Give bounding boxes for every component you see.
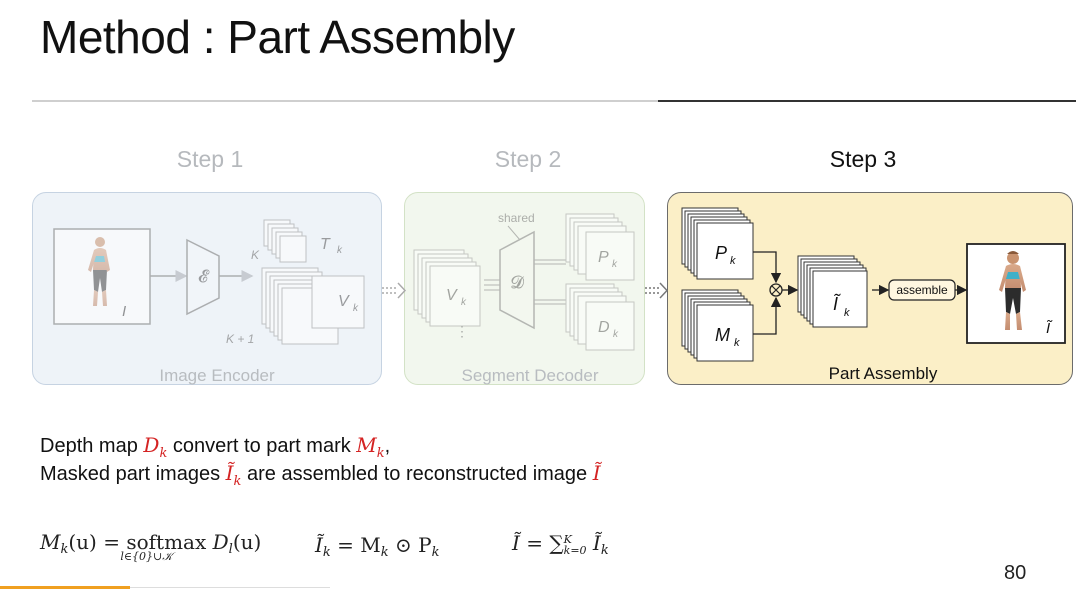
input-image-label: I xyxy=(122,303,126,320)
decoder-v-label: V xyxy=(446,287,458,304)
svg-text:k: k xyxy=(353,303,359,314)
svg-text:k: k xyxy=(613,329,619,340)
page-number: 80 xyxy=(1004,562,1027,584)
m-label: M xyxy=(715,325,730,345)
title-divider-accent xyxy=(658,100,1076,102)
k-plus-1-label: K + 1 xyxy=(226,332,254,346)
svg-text:k: k xyxy=(734,337,740,349)
d-output-stack xyxy=(565,283,635,351)
segment-decoder-caption: Segment Decoder xyxy=(461,366,599,385)
t-label: T xyxy=(320,236,331,253)
step-2-label: Step 2 xyxy=(494,146,562,172)
decoder-d-label: D xyxy=(598,319,610,336)
transition-arrow-1 xyxy=(382,282,407,299)
masked-image-symbol: Ĩ xyxy=(225,461,234,485)
svg-text:k: k xyxy=(461,297,467,308)
assemble-label: assemble xyxy=(896,283,948,297)
p-stack xyxy=(681,207,754,280)
masked-part-stack xyxy=(797,255,868,328)
transition-arrow-2 xyxy=(645,282,669,299)
title-divider xyxy=(32,100,658,102)
masked-part-label: Ĩ xyxy=(833,293,841,314)
depth-symbol: D xyxy=(143,433,160,457)
reconstructed-image-symbol: Ĩ xyxy=(592,461,601,485)
step-3-graphics: P k M k Ĩ k assemble xyxy=(681,207,1066,362)
k-count-label: K xyxy=(251,248,260,262)
footer-line xyxy=(130,587,330,588)
step-1-graphics: I 𝓔 T k K V k K + 1 xyxy=(53,219,365,346)
p-label: P xyxy=(715,243,727,263)
svg-text:⋮: ⋮ xyxy=(455,323,469,339)
svg-text:k: k xyxy=(337,245,343,256)
progress-accent xyxy=(0,586,130,589)
m-stack xyxy=(681,289,754,362)
slide-title: Method : Part Assembly xyxy=(40,11,515,63)
encoder-symbol: 𝓔 xyxy=(198,267,210,286)
decoder-block xyxy=(499,230,535,330)
step-3-label: Step 3 xyxy=(829,146,897,172)
decoder-p-label: P xyxy=(598,249,609,266)
output-image-label: Ĩ xyxy=(1046,320,1053,337)
t-stack xyxy=(263,219,307,263)
shared-label: shared xyxy=(498,211,535,225)
mask-symbol: M xyxy=(356,433,377,457)
v-input-stack xyxy=(413,249,481,327)
step-1-label: Step 1 xyxy=(176,146,244,172)
image-encoder-caption: Image Encoder xyxy=(159,366,275,385)
step-2-graphics: V k ⋮ 𝓓 shared P k D k xyxy=(413,211,635,351)
v-stack xyxy=(261,267,365,345)
svg-text:k: k xyxy=(730,255,736,267)
person-figure-icon xyxy=(88,237,110,306)
formula-masking: Ĩk = Mk ⊙ Pk xyxy=(315,533,440,560)
encoder-block xyxy=(186,238,220,316)
description-line-1: Depth map Dk convert to part mark Mk, xyxy=(40,433,391,461)
svg-text:k: k xyxy=(844,307,850,319)
reconstructed-person-icon xyxy=(999,251,1026,330)
v-label: V xyxy=(338,293,350,310)
decoder-symbol: 𝓓 xyxy=(510,273,524,292)
description-line-2: Masked part images Ĩk are assembled to r… xyxy=(40,461,601,489)
part-assembly-caption: Part Assembly xyxy=(828,364,938,383)
svg-text:k: k xyxy=(612,259,618,270)
p-output-stack xyxy=(565,213,635,281)
